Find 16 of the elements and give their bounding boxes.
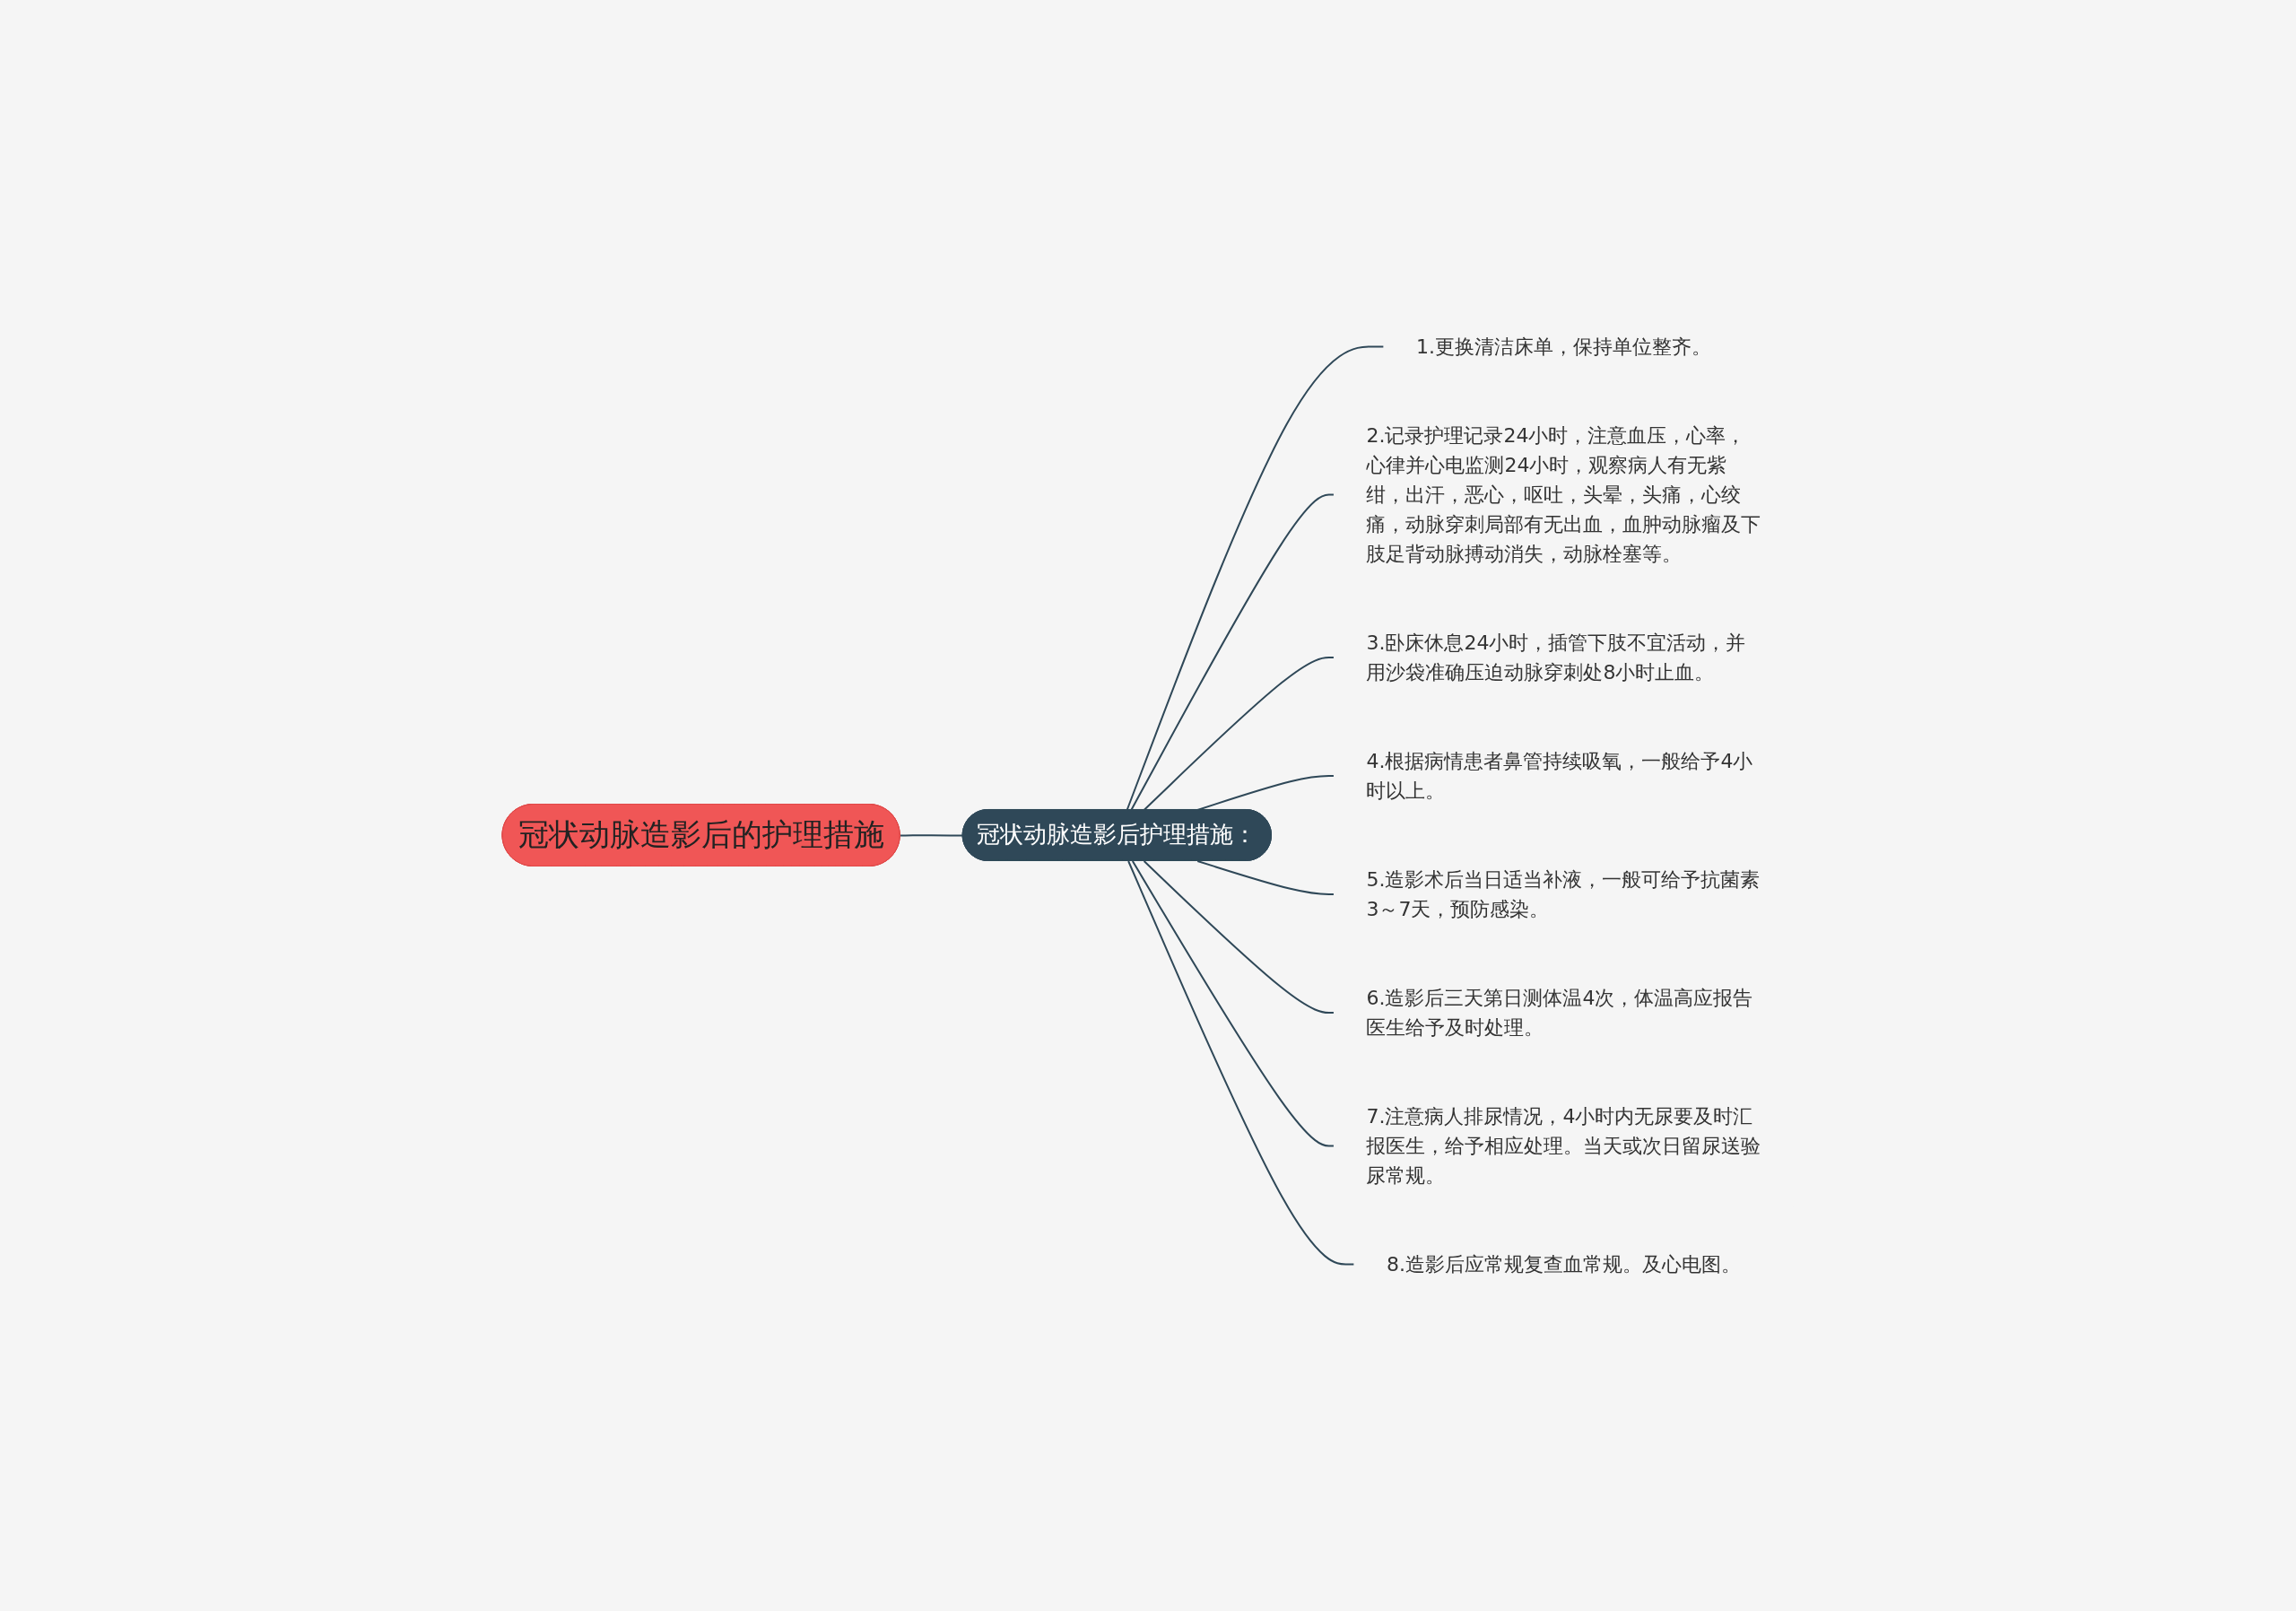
connector [1143, 657, 1335, 811]
node-text: 5.造影术后当日适当补液，一般可给予抗菌素3～7天，预防感染。 [1366, 868, 1761, 920]
node-text: 7.注意病人排尿情况，4小时内无尿要及时汇报医生，给予相应处理。当天或次日留尿送验尿常规。 [1366, 1105, 1761, 1187]
connector [1132, 860, 1335, 1147]
node-text: 4.根据病情患者鼻管持续吸氧，一般给予4小时以上。 [1366, 750, 1753, 802]
node-text: 1.更换清洁床单，保持单位整齐。 [1416, 335, 1712, 358]
connector [1130, 493, 1335, 811]
node-text: 2.记录护理记录24小时，注意血压，心率，心律并心电监测24小时，观察病人有无紫绀，出汗，恶心，呕吐，头晕，头痛，心绞痛，动脉穿刺局部有无出血，血肿动脉瘤及下肢足背动脉搏动消失，动脉栓塞等。 [1366, 424, 1761, 565]
connector [1143, 860, 1335, 1014]
connector [900, 834, 964, 837]
connector [1196, 860, 1335, 895]
connector [1126, 345, 1386, 811]
node-text: 3.卧床休息24小时，插管下肢不宜活动，并用沙袋准确压迫动脉穿刺处8小时止血。 [1366, 631, 1746, 684]
node-text: 8.造影后应常规复查血常规。及心电图。 [1387, 1253, 1742, 1276]
node-text: 6.造影后三天第日测体温4次，体温高应报告医生给予及时处理。 [1366, 987, 1753, 1039]
connector [1127, 860, 1356, 1266]
